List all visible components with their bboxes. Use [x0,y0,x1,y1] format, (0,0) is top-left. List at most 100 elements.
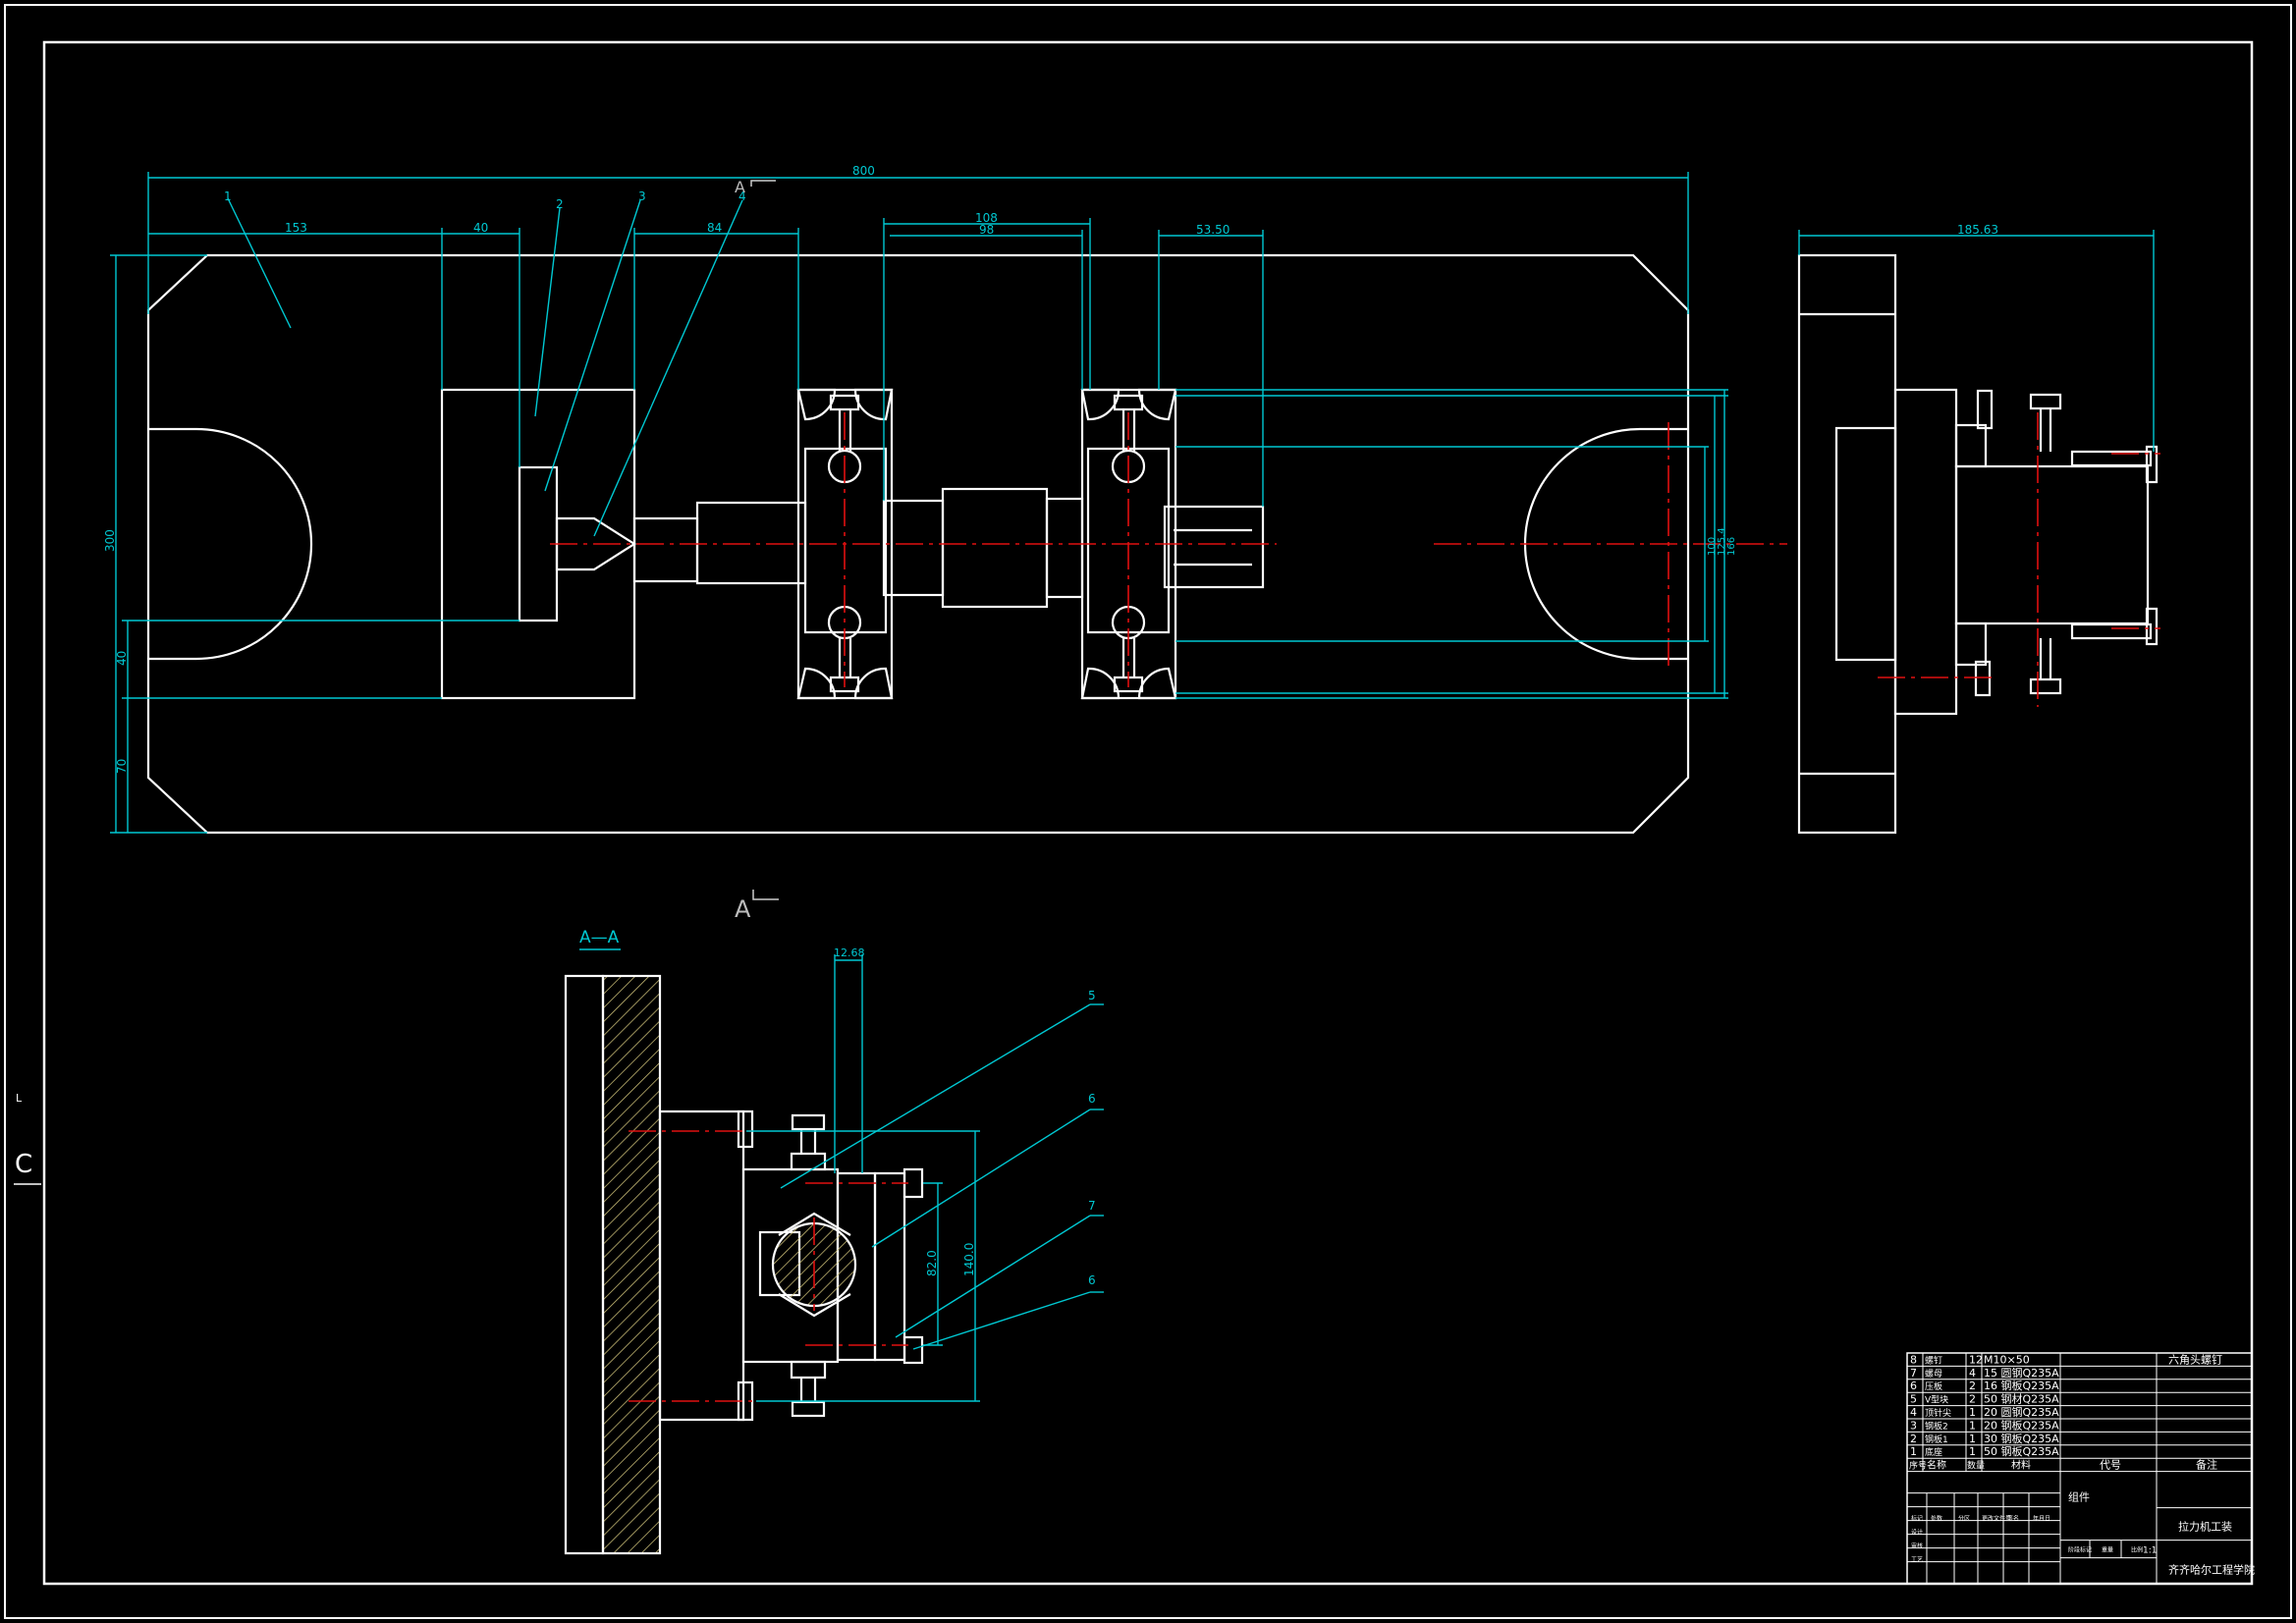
svg-text:5: 5 [1088,989,1096,1002]
title-label-5: 年月日 [2033,1515,2050,1523]
title-school-name: 齐齐哈尔工程学院 [2168,1563,2255,1577]
svg-text:40: 40 [473,221,488,235]
title-scale: 1:1 [2143,1546,2157,1556]
shaft-collar [941,487,1049,609]
bom-header-material: 材料 [2011,1459,2031,1472]
bom-row-3-name: 钢板2 [1925,1420,1948,1432]
section-mark-top: A [735,178,745,196]
title-label-11: 比例 [2131,1546,2143,1554]
section-a-a-view: A—A 12.68 82.0 140.0 [564,928,1104,1555]
bom-row-3-material: 20 钢板Q235A [1984,1418,2059,1432]
bom-row-8-no: 8 [1910,1353,1917,1366]
title-label-1: 处数 [1931,1515,1942,1523]
svg-text:53.50: 53.50 [1196,223,1230,237]
bom-row-1-no: 1 [1910,1445,1917,1458]
svg-text:125.4: 125.4 [1717,527,1727,556]
section-mark-bottom: A [735,895,751,923]
bom-row-7-name: 螺母 [1925,1369,1942,1380]
bom-row-5-no: 5 [1910,1393,1917,1406]
svg-text:40: 40 [115,651,129,666]
title-drawing-name: 组件 [2068,1490,2090,1504]
bom-row-4-material: 20 圆钢Q235A [1984,1406,2059,1419]
shaft-end-left [632,516,699,583]
svg-text:3: 3 [638,189,646,203]
bom-row-6-name: 压板 [1925,1380,1942,1392]
svg-text:6: 6 [1088,1092,1096,1106]
svg-text:7: 7 [1088,1199,1096,1213]
svg-text:1: 1 [224,189,232,203]
bom-row-3-no: 3 [1910,1419,1917,1432]
bom-row-5-name: V型块 [1925,1394,1948,1406]
front-dimensions: 800 153 40 84 108 98 53.50 300 40 [103,164,1737,834]
bom-header-code: 代号 [2100,1459,2121,1472]
title-label-8: 工艺 [1911,1556,1923,1564]
section-title: A—A [579,928,620,947]
bom-row-1-qty: 1 [1969,1445,1976,1458]
svg-text:800: 800 [852,164,875,178]
side-view: 185.63 [1797,223,2160,835]
svg-text:4: 4 [738,189,746,203]
title-label-7: 审核 [1911,1542,1923,1550]
svg-text:153: 153 [285,221,307,235]
outer-border [4,4,2292,1619]
front-view: 800 153 40 84 108 98 53.50 300 40 [103,164,1787,923]
shaft-step-left [695,501,807,585]
svg-text:140.0: 140.0 [962,1243,976,1276]
bom-row-4-qty: 1 [1969,1406,1976,1419]
title-label-10: 重量 [2102,1546,2113,1554]
bom-row-7-no: 7 [1910,1367,1917,1380]
svg-text:100: 100 [1707,537,1718,556]
bom-row-5-material: 50 钢材Q235A [1984,1392,2059,1406]
bom-row-6-no: 6 [1910,1380,1917,1392]
title-label-9: 阶段标记 [2068,1546,2092,1554]
bom-row-1-material: 50 钢板Q235A [1984,1444,2059,1458]
title-label-4: 签名 [2007,1515,2019,1523]
bom-row-7-material: 15 圆钢Q235A [1984,1367,2059,1380]
bom-row-1-name: 底座 [1925,1446,1942,1458]
bom-header-note: 备注 [2196,1458,2217,1472]
svg-text:185.63: 185.63 [1957,223,1998,237]
bom-row-6-material: 16 钢板Q235A [1984,1379,2059,1392]
left-u-slot [148,427,313,661]
center-tip [555,516,637,571]
shaft-step-right [1045,497,1084,599]
title-label-0: 标记 [1911,1515,1923,1523]
hatched-plate [601,974,662,1555]
bom-row-2-qty: 1 [1969,1433,1976,1445]
bom-row-8-material: M10×50 [1984,1353,2030,1366]
bom-row-2-name: 钢板1 [1925,1434,1948,1445]
svg-text:98: 98 [979,223,994,237]
c-mark: C [15,1150,32,1179]
bom-row-2-material: 30 钢板Q235A [1984,1432,2059,1445]
svg-text:166: 166 [1726,537,1737,556]
title-label-3: 更改文件号 [1982,1515,2011,1523]
bom-row-6-qty: 2 [1969,1380,1976,1392]
bom-header-name: 名称 [1927,1459,1946,1472]
bom-row-4-no: 4 [1910,1406,1917,1419]
svg-text:82.0: 82.0 [925,1250,939,1276]
svg-text:108: 108 [975,211,998,225]
shaft-end-right [1163,505,1265,589]
bom-header-no: 序号 [1909,1460,1927,1472]
svg-text:300: 300 [103,529,117,552]
bom-row-4-name: 顶针尖 [1925,1407,1951,1419]
bom-row-8-name: 螺钉 [1925,1355,1942,1366]
svg-text:84: 84 [707,221,722,235]
l-mark: L [16,1092,23,1105]
svg-text:2: 2 [556,197,564,211]
base-plate [146,253,1690,835]
svg-text:12.68: 12.68 [834,947,865,959]
bom-row-3-qty: 1 [1969,1419,1976,1432]
bom-row-5-qty: 2 [1969,1393,1976,1406]
bom-row-8-qty: 12 [1969,1353,1983,1366]
title-label-2: 分区 [1958,1515,1970,1523]
inner-border [42,40,2254,1586]
bom-row-2-no: 2 [1910,1433,1917,1445]
title-product-name: 拉力机工装 [2178,1520,2232,1534]
title-label-6: 设计 [1911,1529,1923,1537]
svg-text:6: 6 [1088,1273,1096,1287]
svg-text:70: 70 [115,759,129,774]
front-leaders: 1 2 3 4 [224,189,746,537]
